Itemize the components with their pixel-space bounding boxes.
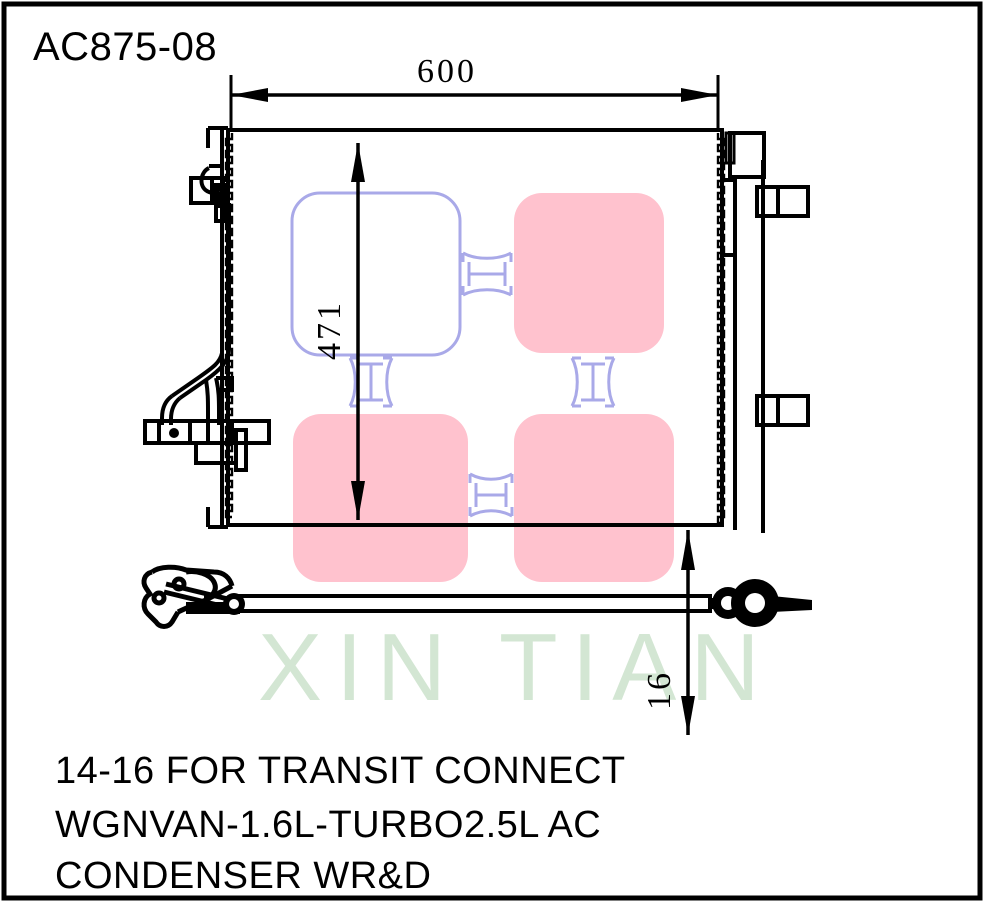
pipe-left-drop-a xyxy=(160,394,174,425)
description-block: 14-16 FOR TRANSIT CONNECT WGNVAN-1.6L-TU… xyxy=(55,750,626,897)
right-fin-edge xyxy=(716,133,726,525)
lower-block-post xyxy=(234,428,248,472)
inlet-outlet-fitting xyxy=(143,164,271,472)
shroud-pad-top-left xyxy=(290,191,462,357)
core-corner-bl xyxy=(206,507,228,529)
dim-16-arrow-top xyxy=(681,530,695,570)
description-line-1: 14-16 FOR TRANSIT CONNECT xyxy=(55,750,626,792)
description-line-3: CONDENSER WR&D xyxy=(55,855,431,897)
clamp-pin-b xyxy=(151,590,167,606)
eyelet-tail xyxy=(772,596,812,612)
bottom-support-bar xyxy=(141,564,812,629)
dim-600-label: 600 xyxy=(417,53,477,90)
part-number-label: AC875-08 xyxy=(33,25,217,69)
dimension-depth: 16 xyxy=(641,530,695,735)
clamp-outer-body xyxy=(141,569,181,629)
pipe-diagonal-lower xyxy=(178,349,231,400)
clamp-pin-a xyxy=(171,576,187,592)
h-connector-top-center xyxy=(461,251,513,297)
dim-471-arrow-top xyxy=(351,143,365,182)
left-fin-edge xyxy=(224,133,234,519)
h-connector-right-middle xyxy=(570,356,616,408)
core-corner-tl xyxy=(206,126,228,148)
right-side-tank xyxy=(722,131,810,533)
watermark-text: XIN TIAN xyxy=(258,614,774,721)
dim-471-label: 471 xyxy=(311,300,348,360)
lavender-shroud-outline xyxy=(290,191,616,518)
upper-mount-bracket xyxy=(755,185,810,218)
h-connector-left-middle xyxy=(348,356,394,408)
eyelet-large-hole xyxy=(745,593,765,613)
upper-pipe-hook xyxy=(199,166,223,195)
h-connector-bottom-center xyxy=(468,472,514,518)
pipe-mid-drop-a xyxy=(204,379,210,425)
dim-471-arrow-bottom xyxy=(351,481,365,520)
pipe-diagonal-upper xyxy=(170,352,224,398)
pipe-mid-stub xyxy=(216,376,234,392)
clamp-hub-hole xyxy=(229,599,239,609)
pipe-mid-drop-b xyxy=(214,377,221,425)
lower-mount-bracket xyxy=(755,394,810,427)
pink-pad-top-right xyxy=(514,193,664,353)
pink-pad-bottom-right xyxy=(514,414,674,582)
bar-end-eyelet xyxy=(712,579,812,627)
dimension-height: 471 xyxy=(311,143,365,520)
lower-block-bolt xyxy=(169,428,179,438)
tank-top-port xyxy=(724,131,736,165)
dim-600-arrow-right xyxy=(681,88,718,102)
pink-overlay-pads xyxy=(293,193,674,582)
pipe-left-drop-b xyxy=(169,396,182,425)
clamp-loop xyxy=(185,569,218,601)
pink-pad-bottom-left xyxy=(293,414,468,582)
dim-16-label: 16 xyxy=(641,670,678,710)
dim-16-arrow-bottom xyxy=(681,696,695,735)
tank-top-cap xyxy=(728,131,766,179)
dim-600-arrow-left xyxy=(231,88,268,102)
description-line-2: WGNVAN-1.6L-TURBO2.5L AC xyxy=(55,804,601,846)
dimension-width: 600 xyxy=(229,53,720,132)
